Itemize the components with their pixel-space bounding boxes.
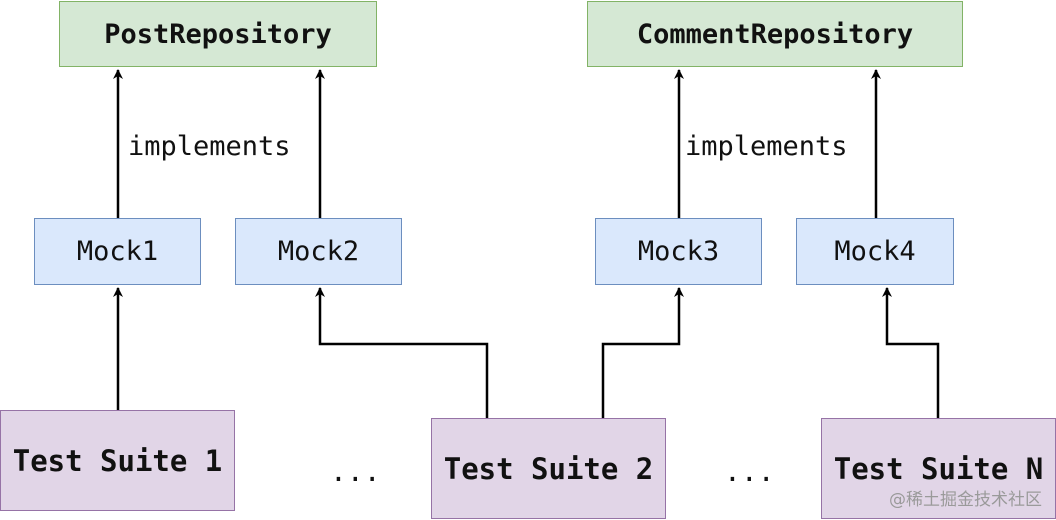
mock3-label: Mock3 [637, 236, 720, 267]
comment-implements-label: implements [683, 131, 850, 163]
ellipsis-right: ... [724, 455, 775, 488]
post-implements-label: implements [126, 131, 293, 163]
mock4-label: Mock4 [834, 236, 916, 267]
test-suite-n-label: Test Suite N [833, 451, 1044, 486]
edge-suite2-to-mock3 [601, 287, 684, 418]
test-suite-2-label: Test Suite 2 [443, 451, 654, 486]
mock3-node: Mock3 [595, 218, 762, 285]
edge-suiten-to-mock4 [882, 287, 940, 418]
test-suite-n-node: Test Suite N [821, 418, 1056, 519]
comment-repository-node: CommentRepository [587, 1, 963, 67]
mock1-label: Mock1 [76, 236, 159, 267]
comment-repository-label: CommentRepository [636, 18, 914, 50]
mock4-node: Mock4 [796, 218, 954, 285]
test-suite-2-node: Test Suite 2 [431, 418, 666, 519]
edge-suite2-to-mock2 [315, 287, 489, 418]
mock2-node: Mock2 [235, 218, 402, 285]
test-suite-1-label: Test Suite 1 [12, 443, 223, 478]
post-repository-node: PostRepository [59, 1, 377, 67]
ellipsis-left: ... [330, 455, 381, 488]
mock1-node: Mock1 [34, 218, 201, 285]
test-suite-1-node: Test Suite 1 [0, 410, 235, 511]
watermark-text: @稀土掘金技术社区 [889, 490, 1042, 510]
post-repository-label: PostRepository [104, 18, 332, 50]
mock2-label: Mock2 [277, 236, 360, 267]
